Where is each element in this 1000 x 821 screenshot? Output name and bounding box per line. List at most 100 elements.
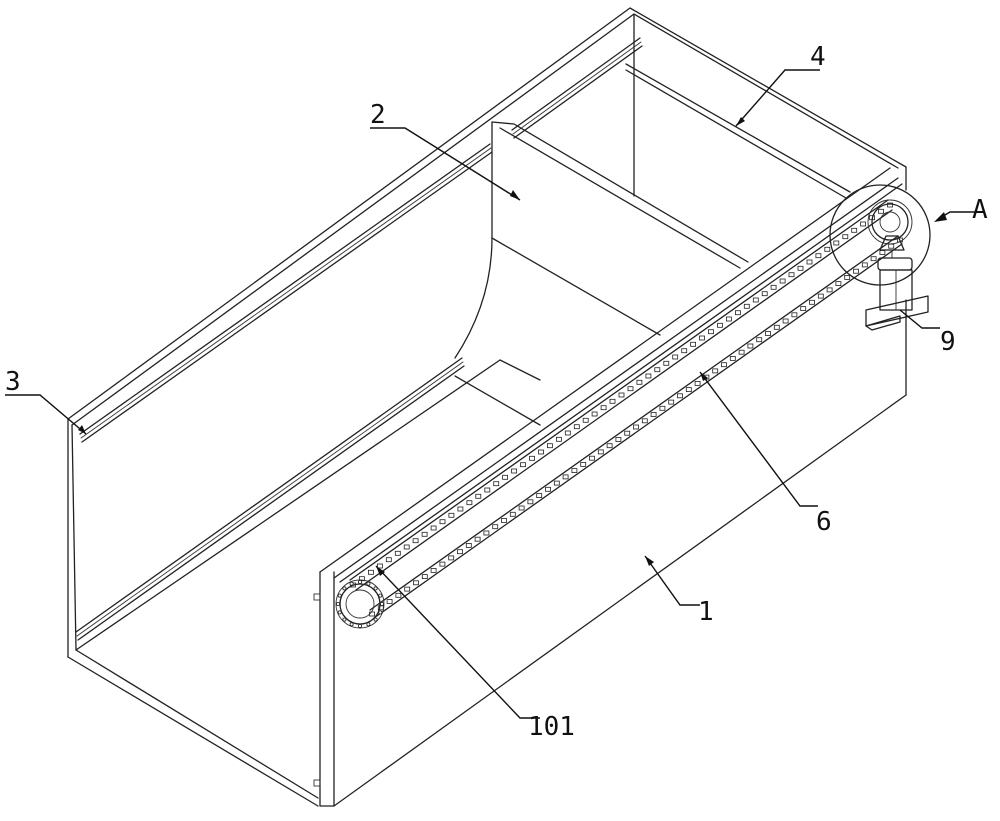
- chain-link: [879, 209, 884, 213]
- sprocket-tooth: [338, 594, 341, 597]
- label-chain: 6: [816, 507, 832, 537]
- chain-link: [789, 273, 794, 277]
- chain-link: [628, 387, 633, 391]
- label-detail-view: A: [972, 195, 988, 225]
- chain-link: [660, 406, 665, 410]
- sprocket-tooth: [336, 602, 339, 605]
- chain-link: [686, 388, 691, 392]
- chain-link: [646, 374, 651, 378]
- chain-link: [574, 425, 579, 429]
- chain-link: [744, 304, 749, 308]
- chain-link: [682, 349, 687, 353]
- chain-link: [816, 254, 821, 258]
- rear-rod: [626, 64, 850, 198]
- chain-link: [739, 350, 744, 354]
- chain-link: [798, 266, 803, 270]
- chain-link: [836, 282, 841, 286]
- chain-link: [572, 469, 577, 473]
- chain-link: [655, 368, 660, 372]
- chain-link: [431, 568, 436, 572]
- chain-link: [565, 431, 570, 435]
- chain-link: [396, 593, 401, 597]
- label-rear-rod: 4: [810, 42, 826, 72]
- sprocket-tooth: [367, 582, 370, 585]
- sprocket-tooth: [374, 587, 377, 590]
- chain-link: [783, 319, 788, 323]
- chain-link: [404, 545, 409, 549]
- chain-link: [700, 336, 705, 340]
- chain-link: [440, 520, 445, 524]
- chain-link: [598, 450, 603, 454]
- chain-link: [449, 556, 454, 560]
- chain-link: [521, 463, 526, 467]
- casing-body: [68, 8, 906, 806]
- motor-assembly: [866, 236, 928, 330]
- chain-link: [713, 369, 718, 373]
- chain-link: [502, 519, 507, 523]
- chain-link: [449, 513, 454, 517]
- chain-link: [563, 475, 568, 479]
- label-left-rail: 3: [5, 367, 21, 397]
- chain-link: [774, 325, 779, 329]
- sprocket-tooth: [350, 623, 353, 626]
- chain-link: [730, 356, 735, 360]
- chain-link: [368, 570, 373, 574]
- chain-link: [807, 260, 812, 264]
- chain-link: [387, 600, 392, 604]
- chain-link: [780, 279, 785, 283]
- label-partition: 2: [370, 100, 386, 130]
- chain-link: [528, 500, 533, 504]
- chain-assembly: [350, 200, 903, 618]
- chain-link: [766, 332, 771, 336]
- chain-link: [466, 543, 471, 547]
- chain-link: [651, 413, 656, 417]
- chain-link: [810, 300, 815, 304]
- chain-link: [484, 531, 489, 535]
- chain-link: [475, 537, 480, 541]
- chain-link: [494, 482, 499, 486]
- chain-link: [801, 307, 806, 311]
- chain-link: [530, 456, 535, 460]
- chain-link: [422, 575, 427, 579]
- chain-link: [386, 558, 391, 562]
- chain-link: [485, 488, 490, 492]
- chain-link: [861, 222, 866, 226]
- chain-link: [583, 418, 588, 422]
- chain-link: [546, 487, 551, 491]
- chain-link: [669, 400, 674, 404]
- chain-link: [512, 469, 517, 473]
- chain-link: [673, 355, 678, 359]
- chain-link: [871, 257, 876, 261]
- chain-links-upper: [351, 203, 893, 587]
- chain-link: [726, 317, 731, 321]
- chain-link: [825, 247, 830, 251]
- chain-link: [753, 298, 758, 302]
- chain-link: [619, 393, 624, 397]
- sprocket-tooth: [358, 624, 361, 627]
- chain-link: [762, 292, 767, 296]
- chain-link: [792, 313, 797, 317]
- chain-link: [634, 425, 639, 429]
- chain-link: [818, 294, 823, 298]
- label-motor: 9: [940, 327, 956, 357]
- chain-link: [413, 539, 418, 543]
- chain-link: [581, 462, 586, 466]
- chain-link: [664, 361, 669, 365]
- chain-links-lower: [370, 238, 903, 616]
- chain-link: [519, 506, 524, 510]
- chain-link: [405, 587, 410, 591]
- chain-link: [431, 526, 436, 530]
- chain-link: [554, 481, 559, 485]
- chain-link: [678, 394, 683, 398]
- chain-link: [537, 494, 542, 498]
- chain-link: [539, 450, 544, 454]
- label-casing: 1: [698, 597, 714, 627]
- sprocket-tooth: [358, 580, 361, 583]
- chain-link: [610, 399, 615, 403]
- chain-link: [476, 494, 481, 498]
- sprocket-tooth: [350, 582, 353, 585]
- chain-link: [616, 438, 621, 442]
- chain-link: [458, 507, 463, 511]
- chain-link: [691, 342, 696, 346]
